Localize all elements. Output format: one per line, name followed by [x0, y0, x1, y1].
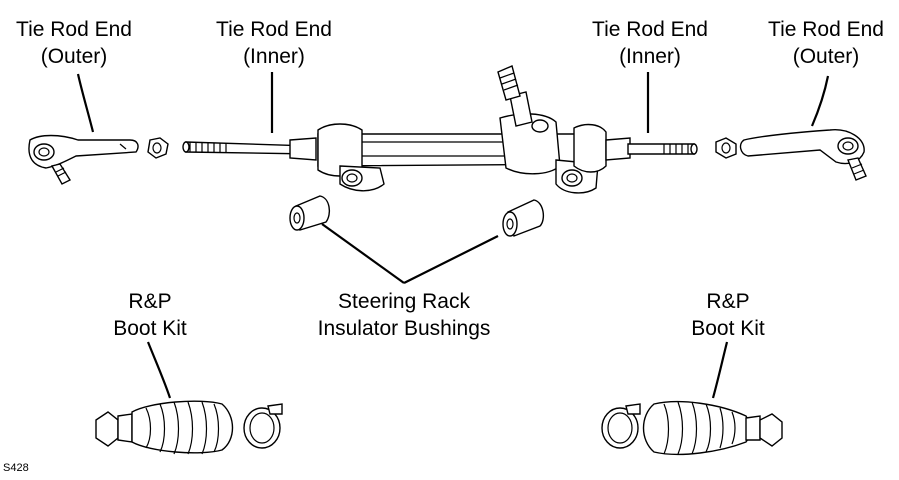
- label-tie-rod-inner-left: Tie Rod End (Inner): [204, 16, 344, 70]
- label-line: Tie Rod End: [592, 18, 708, 41]
- label-line: Insulator Bushings: [317, 317, 491, 340]
- jam-nut-left: [147, 137, 169, 159]
- label-line: Steering Rack: [338, 290, 470, 313]
- label-line: Tie Rod End: [16, 18, 132, 41]
- leader-boot-right: [711, 341, 729, 399]
- label-line: Boot Kit: [691, 317, 765, 340]
- boot-kit-left: [95, 400, 283, 455]
- tie-rod-outer-right: [739, 129, 867, 181]
- tie-rod-inner-right: [605, 137, 698, 161]
- label-line: R&P: [706, 290, 750, 313]
- label-line: (Inner): [243, 45, 305, 68]
- label-tie-rod-inner-right: Tie Rod End (Inner): [580, 16, 720, 70]
- tie-rod-outer-left: [28, 134, 139, 185]
- label-boot-kit-right: R&P Boot Kit: [658, 288, 798, 342]
- label-line: (Outer): [792, 45, 860, 68]
- label-boot-kit-left: R&P Boot Kit: [80, 288, 220, 342]
- tie-rod-inner-left: [182, 137, 317, 161]
- leader-bushing-right: [403, 235, 499, 284]
- label-tie-rod-outer-right: Tie Rod End (Outer): [756, 16, 896, 70]
- leader-lines: [76, 72, 830, 399]
- insulator-bushing-left: [289, 195, 331, 231]
- leader-outer-right: [810, 75, 830, 127]
- label-line: Tie Rod End: [216, 18, 332, 41]
- boot-kit-right: [601, 400, 783, 456]
- label-line: R&P: [128, 290, 172, 313]
- label-line: (Inner): [619, 45, 681, 68]
- label-tie-rod-outer-left: Tie Rod End (Outer): [4, 16, 144, 70]
- leader-bushing-left: [321, 223, 405, 284]
- figure-code: S428: [3, 462, 29, 474]
- label-bushings: Steering Rack Insulator Bushings: [294, 288, 514, 342]
- steering-rack-housing: [317, 65, 607, 194]
- insulator-bushing-right: [502, 199, 545, 237]
- leader-boot-left: [146, 341, 172, 399]
- label-line: Boot Kit: [113, 317, 187, 340]
- leader-outer-left: [76, 73, 95, 133]
- label-line: Tie Rod End: [768, 18, 884, 41]
- jam-nut-right: [715, 137, 737, 159]
- label-line: (Outer): [40, 45, 108, 68]
